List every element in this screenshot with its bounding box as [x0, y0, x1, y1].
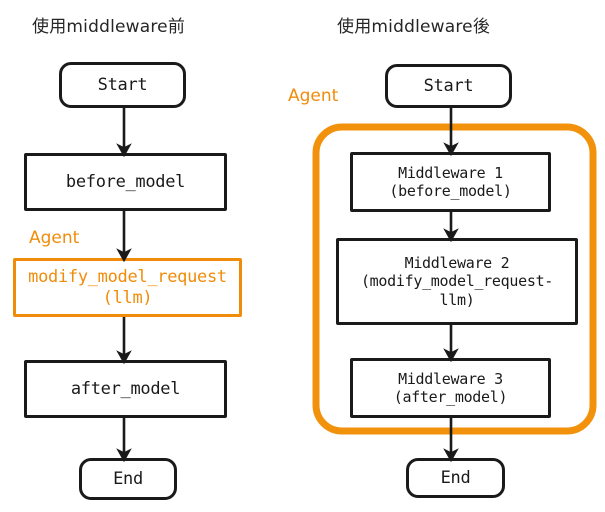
node-label: after_model: [70, 378, 181, 399]
node-after-end[interactable]: End: [406, 458, 505, 498]
column-title-before: 使用middleware前: [32, 17, 186, 37]
node-before-model[interactable]: before_model: [24, 153, 227, 211]
agent-label-right: Agent: [288, 86, 339, 106]
node-label: Start: [423, 75, 474, 96]
agent-label-left: Agent: [29, 228, 80, 248]
node-before-start[interactable]: Start: [59, 62, 186, 108]
node-label: Middleware 3 (after_model): [393, 369, 508, 406]
node-label: Middleware 1 (before_model): [389, 163, 512, 200]
node-label: Start: [97, 74, 148, 95]
node-label: End: [113, 468, 143, 489]
node-label: Middleware 2 (modify_model_request- llm): [360, 254, 554, 309]
node-label: modify_model_request (llm): [28, 266, 227, 308]
agent-group-rect: [312, 123, 597, 435]
node-label: before_model: [65, 171, 186, 192]
node-after-start[interactable]: Start: [385, 64, 512, 108]
node-modify-model-request[interactable]: modify_model_request (llm): [13, 258, 242, 317]
column-title-after: 使用middleware後: [337, 17, 491, 37]
node-label: End: [440, 467, 471, 488]
node-middleware-3[interactable]: Middleware 3 (after_model): [350, 358, 551, 418]
node-before-end[interactable]: End: [79, 458, 177, 500]
node-middleware-1[interactable]: Middleware 1 (before_model): [350, 152, 551, 212]
node-after-model[interactable]: after_model: [24, 360, 227, 418]
node-middleware-2[interactable]: Middleware 2 (modify_model_request- llm): [336, 238, 578, 325]
